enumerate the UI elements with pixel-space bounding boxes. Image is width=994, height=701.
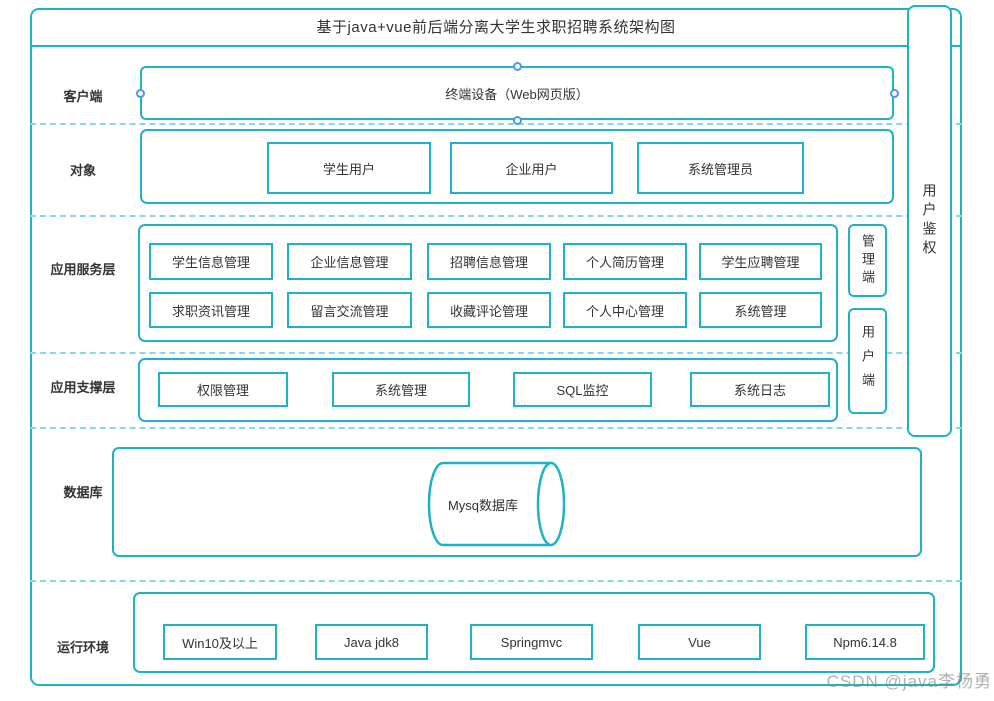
separator-database-runtime xyxy=(30,580,962,582)
row-label-database: 数据库 xyxy=(63,485,103,500)
node-mysql-database: Mysq数据库 xyxy=(447,497,519,513)
node-npm[interactable]: Npm6.14.8 xyxy=(805,624,925,660)
diagram-title-bar: 基于java+vue前后端分离大学生求职招聘系统架构图 xyxy=(30,8,962,47)
row-label-client: 客户端 xyxy=(63,89,103,104)
node-admin-side[interactable]: 管理端 xyxy=(848,224,887,297)
node-enterprise-user[interactable]: 企业用户 xyxy=(450,142,613,194)
separator-client-objects xyxy=(30,123,962,125)
node-resume-mgmt[interactable]: 个人简历管理 xyxy=(563,243,687,280)
diagram-title: 基于java+vue前后端分离大学生求职招聘系统架构图 xyxy=(316,19,676,36)
node-favorite-comment-mgmt[interactable]: 收藏评论管理 xyxy=(427,292,551,328)
node-student-user[interactable]: 学生用户 xyxy=(267,142,431,194)
csdn-watermark: CSDN @java李杨勇 xyxy=(826,672,992,691)
node-sql-monitor[interactable]: SQL监控 xyxy=(513,372,652,407)
node-student-apply-mgmt[interactable]: 学生应聘管理 xyxy=(699,243,822,280)
node-message-exchange-mgmt[interactable]: 留言交流管理 xyxy=(287,292,412,328)
node-permission-mgmt[interactable]: 权限管理 xyxy=(158,372,288,407)
node-system-admin[interactable]: 系统管理员 xyxy=(637,142,804,194)
node-enterprise-info-mgmt[interactable]: 企业信息管理 xyxy=(287,243,412,280)
row-label-runtime: 运行环境 xyxy=(56,640,109,655)
node-springmvc[interactable]: Springmvc xyxy=(470,624,593,660)
selection-handle-bottom[interactable] xyxy=(512,115,522,125)
selection-handle-top[interactable] xyxy=(512,61,522,71)
node-system-log[interactable]: 系统日志 xyxy=(690,372,830,407)
node-vue[interactable]: Vue xyxy=(638,624,761,660)
node-recruit-info-mgmt[interactable]: 招聘信息管理 xyxy=(427,243,551,280)
separator-objects-services xyxy=(30,215,962,217)
mysql-cylinder-icon[interactable] xyxy=(427,461,565,547)
node-system-mgmt-service[interactable]: 系统管理 xyxy=(699,292,822,328)
row-label-support: 应用支撑层 xyxy=(50,380,116,395)
node-java-jdk8[interactable]: Java jdk8 xyxy=(315,624,428,660)
node-personal-center-mgmt[interactable]: 个人中心管理 xyxy=(563,292,687,328)
node-job-news-mgmt[interactable]: 求职资讯管理 xyxy=(149,292,273,328)
row-label-objects: 对象 xyxy=(69,163,96,178)
diagram-outer-frame xyxy=(30,8,962,686)
separator-services-support xyxy=(30,352,962,354)
node-win10[interactable]: Win10及以上 xyxy=(163,624,277,660)
node-terminal-device[interactable]: 终端设备（Web网页版） xyxy=(140,66,894,120)
node-student-info-mgmt[interactable]: 学生信息管理 xyxy=(149,243,273,280)
selection-handle-left[interactable] xyxy=(135,88,145,98)
node-user-auth[interactable]: 用户鉴权 xyxy=(907,5,952,437)
node-user-side[interactable]: 用户端 xyxy=(848,308,887,414)
separator-support-database xyxy=(30,427,962,429)
selection-handle-right[interactable] xyxy=(889,88,899,98)
row-label-services: 应用服务层 xyxy=(50,262,116,277)
node-system-mgmt-support[interactable]: 系统管理 xyxy=(332,372,470,407)
